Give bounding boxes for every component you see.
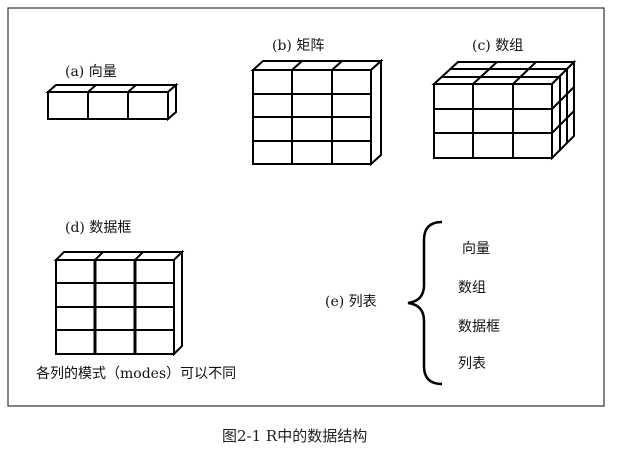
list-item-list: 列表: [458, 356, 486, 372]
figure-frame: [7, 7, 605, 407]
list-brace: [407, 220, 443, 386]
figure-caption: 图2-1 R中的数据结构: [222, 427, 367, 445]
dataframe-modes-note: 各列的模式（modes）可以不同: [36, 366, 236, 382]
dataframe-shape: [53, 249, 185, 357]
vector-shape: [45, 82, 179, 122]
label-vector: (a) 向量: [65, 64, 117, 80]
list-item-array: 数组: [458, 280, 486, 296]
list-item-dataframe: 数据框: [458, 319, 500, 335]
label-array: (c) 数组: [472, 38, 523, 54]
label-matrix: (b) 矩阵: [272, 38, 324, 54]
matrix-shape: [250, 58, 384, 167]
label-dataframe: (d) 数据框: [65, 220, 131, 236]
list-item-vector: 向量: [462, 241, 490, 257]
array-shape: [431, 59, 577, 161]
label-list: (e) 列表: [325, 294, 377, 310]
